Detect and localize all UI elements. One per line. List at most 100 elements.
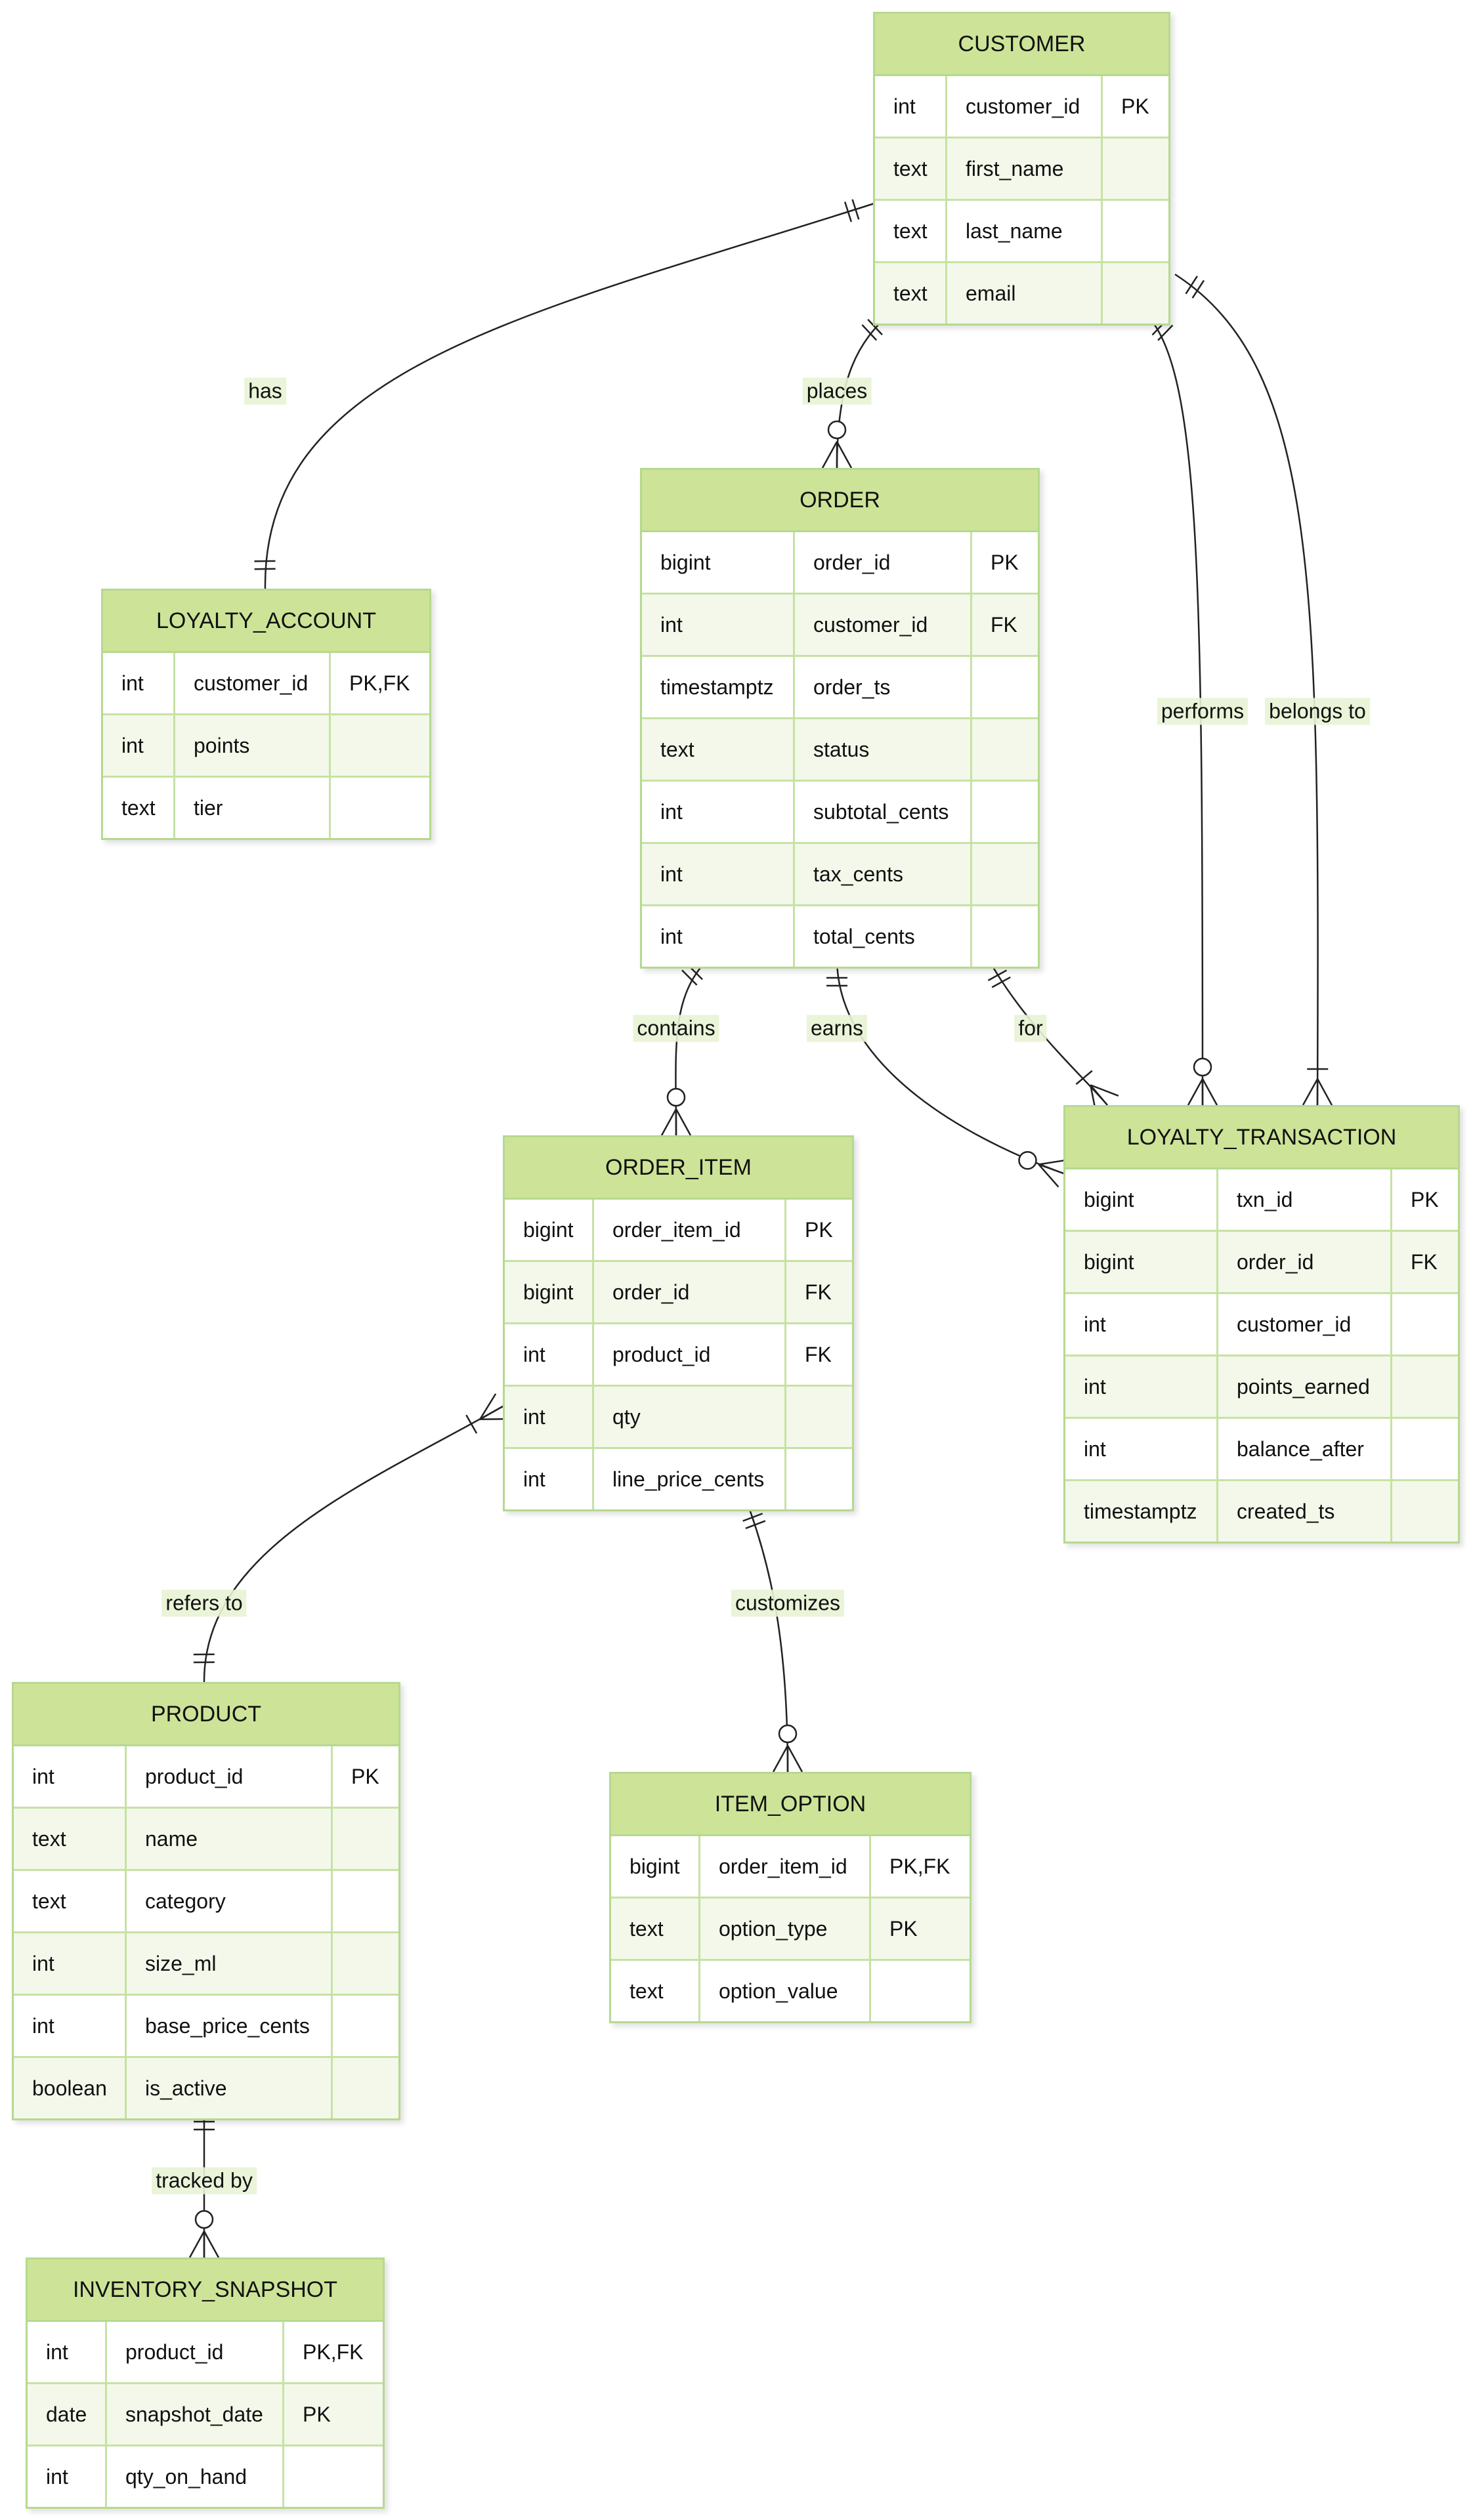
attribute-name: product_id	[127, 1746, 333, 1807]
relationship-customizes	[742, 1498, 803, 1773]
attribute-type: bigint	[611, 1836, 700, 1897]
attribute-name: order_ts	[795, 657, 972, 717]
cardinality-zero-or-more	[772, 1724, 803, 1773]
attribute-key	[1103, 138, 1168, 199]
attribute-type: bigint	[505, 1200, 594, 1260]
cardinality-one-and-only-one	[193, 1653, 215, 1664]
attribute-key	[284, 2446, 383, 2507]
relationship-label-performs: performs	[1157, 698, 1249, 725]
attribute-type: text	[14, 1871, 127, 1931]
attribute-name: base_price_cents	[127, 1996, 333, 2056]
attribute-name: last_name	[947, 201, 1103, 261]
relationship-label-places: places	[802, 377, 872, 405]
attribute-name: customer_id	[795, 595, 972, 655]
entity-title: CUSTOMER	[875, 14, 1168, 76]
attribute-key	[1392, 1481, 1458, 1542]
cardinality-zero-or-more	[1018, 1150, 1069, 1188]
attribute-key	[331, 778, 429, 838]
cardinality-one-and-only-one	[194, 2120, 215, 2131]
relationship-contains	[660, 957, 710, 1136]
attribute-type: int	[505, 1324, 594, 1385]
attribute-type: int	[14, 1933, 127, 1994]
cardinality-one-and-only-one	[987, 969, 1011, 988]
attribute-type: bigint	[1065, 1232, 1218, 1292]
attribute-key	[972, 719, 1038, 780]
attribute-type: int	[642, 844, 795, 904]
attribute-name: order_id	[1218, 1232, 1392, 1292]
attribute-key	[1103, 263, 1168, 324]
attribute-key: FK	[805, 1280, 832, 1304]
attribute-name: order_id	[795, 532, 972, 593]
attribute-name: qty	[594, 1387, 786, 1447]
attribute-key	[871, 1961, 970, 2021]
attribute-key	[972, 906, 1038, 967]
attribute-name: order_item_id	[700, 1836, 871, 1897]
entity-title: ITEM_OPTION	[611, 1774, 970, 1836]
relationship-label-has: has	[244, 377, 286, 405]
relationship-has	[254, 199, 875, 589]
attribute-type: int	[642, 906, 795, 967]
attribute-key	[333, 2058, 398, 2118]
attribute-key	[1392, 1356, 1458, 1417]
attribute-type: text	[875, 138, 947, 199]
attribute-type: text	[103, 778, 175, 838]
attribute-key: PK,FK	[303, 2340, 364, 2364]
attribute-key: PK	[1411, 1187, 1439, 1211]
attribute-name: category	[127, 1871, 333, 1931]
attribute-key: PK,FK	[349, 671, 410, 695]
relationship-label-tracked-by: tracked by	[152, 2167, 257, 2194]
attribute-name: status	[795, 719, 972, 780]
attribute-type: int	[14, 1996, 127, 2056]
relationship-label-customizes: customizes	[731, 1589, 845, 1617]
attribute-name: option_type	[700, 1899, 871, 1959]
attribute-key: PK	[805, 1217, 833, 1242]
cardinality-one-and-only-one	[843, 199, 860, 222]
attribute-key	[1103, 201, 1168, 261]
attribute-key: PK	[991, 550, 1019, 574]
attribute-type: int	[505, 1449, 594, 1509]
relationship-line	[836, 957, 1064, 1175]
attribute-key	[786, 1387, 852, 1447]
cardinality-one-and-only-one	[254, 560, 276, 570]
relationship-label-belongs-to: belongs to	[1265, 698, 1370, 725]
relationship-refers-to	[193, 1393, 510, 1683]
entity-title: ORDER_ITEM	[505, 1137, 852, 1200]
attribute-type: int	[642, 782, 795, 842]
attribute-name: snapshot_date	[107, 2384, 284, 2445]
entity-title: LOYALTY_TRANSACTION	[1065, 1107, 1458, 1169]
attribute-type: int	[1065, 1356, 1218, 1417]
attribute-type: timestamptz	[642, 657, 795, 717]
attribute-name: customer_id	[947, 76, 1103, 136]
attribute-name: product_id	[107, 2322, 284, 2382]
relationship-label-for: for	[1014, 1015, 1047, 1042]
attribute-name: size_ml	[127, 1933, 333, 1994]
relationship-label-refers-to: refers to	[161, 1589, 247, 1617]
cardinality-zero-or-more	[821, 420, 853, 469]
attribute-type: int	[875, 76, 947, 136]
